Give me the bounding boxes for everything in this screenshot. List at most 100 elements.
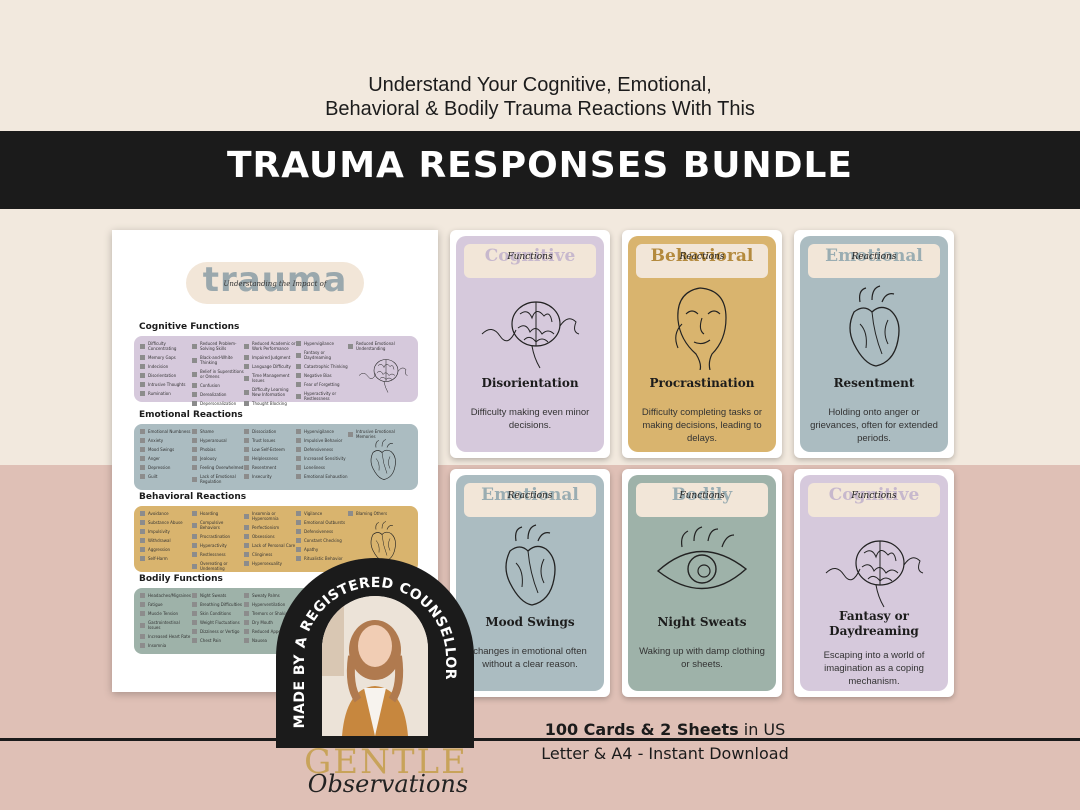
- checkbox-icon: [244, 561, 249, 566]
- card-category: Emotional: [481, 485, 579, 505]
- sheet-checkbox-item: Emotional Outbursts: [296, 520, 348, 525]
- checkbox-icon: [140, 529, 145, 534]
- checkbox-icon: [296, 538, 301, 543]
- card-category: Emotional: [825, 246, 923, 266]
- sheet-checkbox-item: Sweaty Palms: [244, 593, 296, 598]
- checkbox-icon: [244, 364, 249, 369]
- card-header: [636, 244, 768, 278]
- card-description: Difficulty making even minor decisions.: [470, 407, 590, 431]
- checkbox-icon: [296, 529, 301, 534]
- sheet-checkbox-item: Insecurity: [244, 474, 296, 479]
- checkbox-icon: [192, 456, 197, 461]
- sheet-checkbox-item: Low Self-Esteem: [244, 447, 296, 452]
- sheet-checkbox-item: Avoidance: [140, 511, 192, 516]
- sheet-checkbox-item: Helplessness: [244, 456, 296, 461]
- checkbox-icon: [192, 511, 197, 516]
- checkbox-icon: [192, 638, 197, 643]
- sheet-checkbox-item: Loneliness: [296, 465, 348, 470]
- checkbox-icon: [192, 401, 197, 406]
- checkbox-icon: [192, 371, 197, 377]
- checkbox-icon: [192, 611, 197, 616]
- card-term: Procrastination: [649, 376, 755, 390]
- checkbox-icon: [140, 538, 145, 543]
- card-category: Cognitive: [484, 246, 576, 266]
- sheet-checkbox-item: Clinginess: [244, 552, 296, 557]
- checkbox-icon: [244, 611, 249, 616]
- sheet-checkbox-item: Emotional Numbness: [140, 429, 192, 434]
- checkbox-icon: [192, 629, 197, 634]
- sheet-checkbox-item: Aggression: [140, 547, 192, 552]
- sheet-title-pill: [186, 262, 364, 304]
- checkbox-icon: [296, 373, 301, 378]
- sheet-checkbox-item: Confusion: [192, 383, 244, 388]
- sheet-checkbox-item: Compulsive Behaviors: [192, 520, 244, 530]
- checkbox-icon: [244, 465, 249, 470]
- card-subcategory: Functions: [679, 491, 725, 501]
- brand-name: GENTLE: [304, 742, 468, 782]
- card-subcategory: Reactions: [507, 491, 553, 501]
- card-term: Disorientation: [481, 376, 579, 390]
- sheet-checkbox-item: Apathy: [296, 547, 348, 552]
- card-term: Fantasy or Daydreaming: [829, 609, 919, 638]
- checkbox-icon: [140, 634, 145, 639]
- checkbox-icon: [192, 392, 197, 397]
- card-subcategory: Reactions: [851, 252, 897, 262]
- heart-icon: [824, 284, 924, 370]
- sheet-checkbox-item: Feeling Overwhelmed: [192, 465, 244, 470]
- sheet-checkbox-item: Depression: [140, 465, 192, 470]
- subtitle-line-1: Understand Your Cognitive, Emotional,: [368, 74, 712, 96]
- checkbox-icon: [192, 593, 197, 598]
- checkbox-icon: [244, 438, 249, 443]
- checkbox-icon: [244, 355, 249, 360]
- sheet-checkbox-item: Dizziness or Vertigo: [192, 629, 244, 634]
- checkbox-icon: [140, 391, 145, 396]
- checkbox-icon: [244, 534, 249, 539]
- checkbox-icon: [296, 520, 301, 525]
- sheet-checkbox-item: Phobias: [192, 447, 244, 452]
- checkbox-icon: [192, 447, 197, 452]
- checkbox-icon: [244, 552, 249, 557]
- sheet-checkbox-item: Nausea: [244, 638, 296, 643]
- sheet-checkbox-item: Lack of Personal Care: [244, 543, 296, 548]
- card-category: Cognitive: [828, 485, 920, 505]
- sheet-checkbox-item: Rumination: [140, 391, 192, 396]
- card-term: Night Sweats: [657, 615, 747, 629]
- sheet-caption: Understanding the Impact of: [223, 280, 327, 288]
- card-subcategory: Functions: [851, 491, 897, 501]
- brain-icon: [480, 284, 580, 370]
- heart-icon: [358, 436, 408, 484]
- sheet-checkbox-item: Insomnia: [140, 643, 192, 648]
- face-icon: [652, 284, 752, 371]
- sheet-checkbox-item: Increased Sensitivity: [296, 456, 348, 461]
- sheet-checkbox-item: Restlessness: [192, 552, 244, 557]
- checkbox-icon: [192, 383, 197, 388]
- checkbox-icon: [140, 547, 145, 552]
- sheet-checkbox-item: Lack of Emotional Regulation: [192, 474, 244, 484]
- sheet-title-word: trauma: [202, 260, 348, 300]
- checkbox-icon: [296, 429, 301, 434]
- sheet-checkbox-item: Chest Pain: [192, 638, 244, 643]
- sheet-checkbox-item: Impulsivity: [140, 529, 192, 534]
- checkbox-icon: [348, 511, 353, 516]
- checkbox-icon: [296, 547, 301, 552]
- eye-icon: [652, 523, 752, 609]
- sheet-checkbox-item: Intrusive Emotional Memories: [348, 429, 400, 439]
- checkbox-icon: [244, 474, 249, 479]
- sheet-checkbox-item: Weight Fluctuations: [192, 620, 244, 625]
- sheet-checkbox-item: Obsessions: [244, 534, 296, 539]
- checkbox-icon: [192, 552, 197, 557]
- sheet-checkbox-item: Negative Bias: [296, 373, 348, 378]
- sheet-checkbox-item: Jealousy: [192, 456, 244, 461]
- sheet-checkbox-item: Belief in Superstitions or Omens: [192, 369, 244, 379]
- sheet-checkbox-item: Skin Conditions: [192, 611, 244, 616]
- sheet-checkbox-item: Overeating or Undereating: [192, 561, 244, 571]
- sheet-checkbox-item: Memory Gaps: [140, 355, 192, 360]
- sheet-checkbox-item: Withdrawal: [140, 538, 192, 543]
- checkbox-icon: [296, 438, 301, 443]
- checkbox-icon: [296, 511, 301, 516]
